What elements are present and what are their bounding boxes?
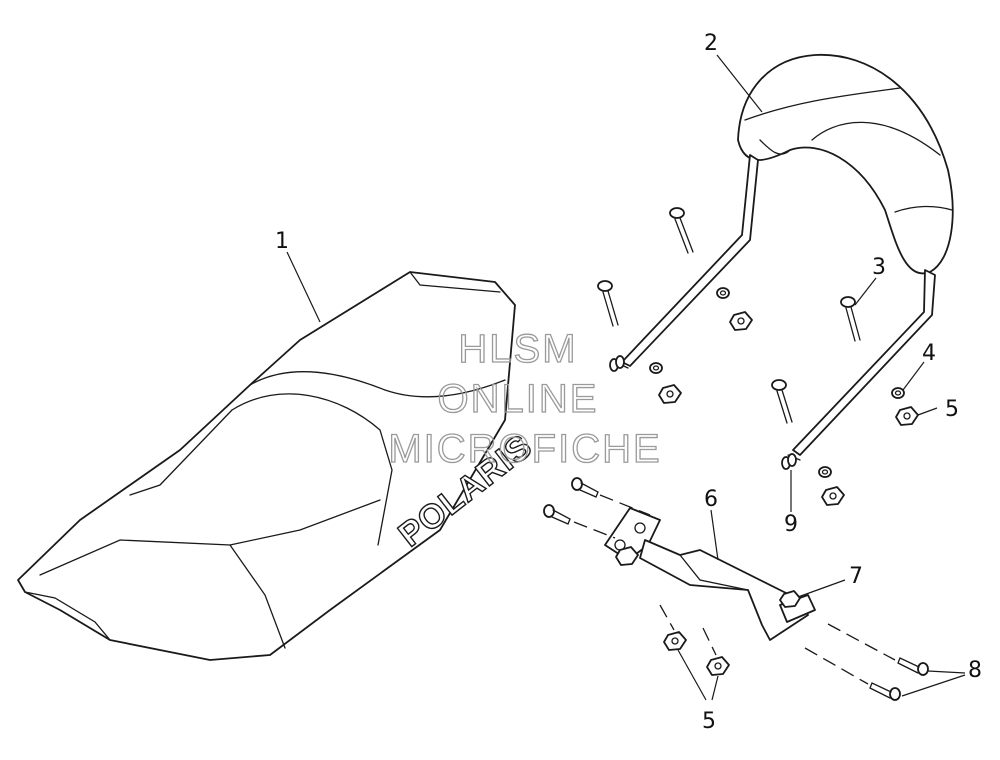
- callout-5-upper: 5: [945, 397, 959, 422]
- screw-icon: [543, 504, 571, 525]
- nut-icon: [663, 631, 687, 651]
- spacer-icon: [609, 355, 625, 372]
- nut-icon: [895, 406, 919, 426]
- callout-9: 9: [784, 512, 798, 537]
- watermark-line-2: ONLINE: [438, 377, 599, 421]
- backrest-part: [614, 54, 954, 461]
- callout-8: 8: [968, 658, 982, 683]
- bolt-icon: [597, 280, 619, 327]
- bolt-icon: [840, 296, 861, 342]
- washer-icon: [891, 387, 905, 399]
- alignment-lines: [573, 494, 896, 685]
- spacer-icon: [781, 453, 797, 470]
- bracket-part: [604, 507, 816, 641]
- washer-icon: [649, 362, 663, 374]
- watermark-line-3: MICROFICHE: [388, 427, 661, 471]
- nut-icon: [821, 486, 845, 506]
- callout-7: 7: [849, 564, 863, 589]
- callout-3: 3: [872, 255, 886, 280]
- callout-1: 1: [275, 229, 289, 254]
- washer-icon: [716, 287, 730, 299]
- washer-icon: [818, 466, 832, 478]
- callout-5-lower: 5: [702, 709, 716, 734]
- bolt-icon: [771, 379, 793, 424]
- washer-nut-group: [649, 287, 919, 676]
- callout-6: 6: [704, 487, 718, 512]
- cap-7-part: [779, 590, 801, 608]
- screw-group: [543, 477, 929, 701]
- callout-4: 4: [922, 341, 936, 366]
- bolt-icon: [669, 207, 694, 254]
- screw-icon: [897, 657, 929, 676]
- leader-lines: [286, 54, 966, 701]
- callout-2: 2: [704, 31, 718, 56]
- watermark-line-1: HLSM: [458, 327, 577, 371]
- screw-icon: [869, 682, 901, 701]
- watermark: HLSM ONLINE MICROFICHE: [388, 326, 661, 471]
- nut-icon: [729, 311, 753, 331]
- callout-labels: 1 2 3 4 5 6 7 8 9 5: [275, 31, 982, 734]
- nut-icon: [706, 656, 730, 676]
- spacer-9-group: [609, 355, 797, 470]
- bolt-3-group: [597, 207, 861, 424]
- nut-icon: [658, 384, 682, 404]
- screw-icon: [571, 477, 599, 498]
